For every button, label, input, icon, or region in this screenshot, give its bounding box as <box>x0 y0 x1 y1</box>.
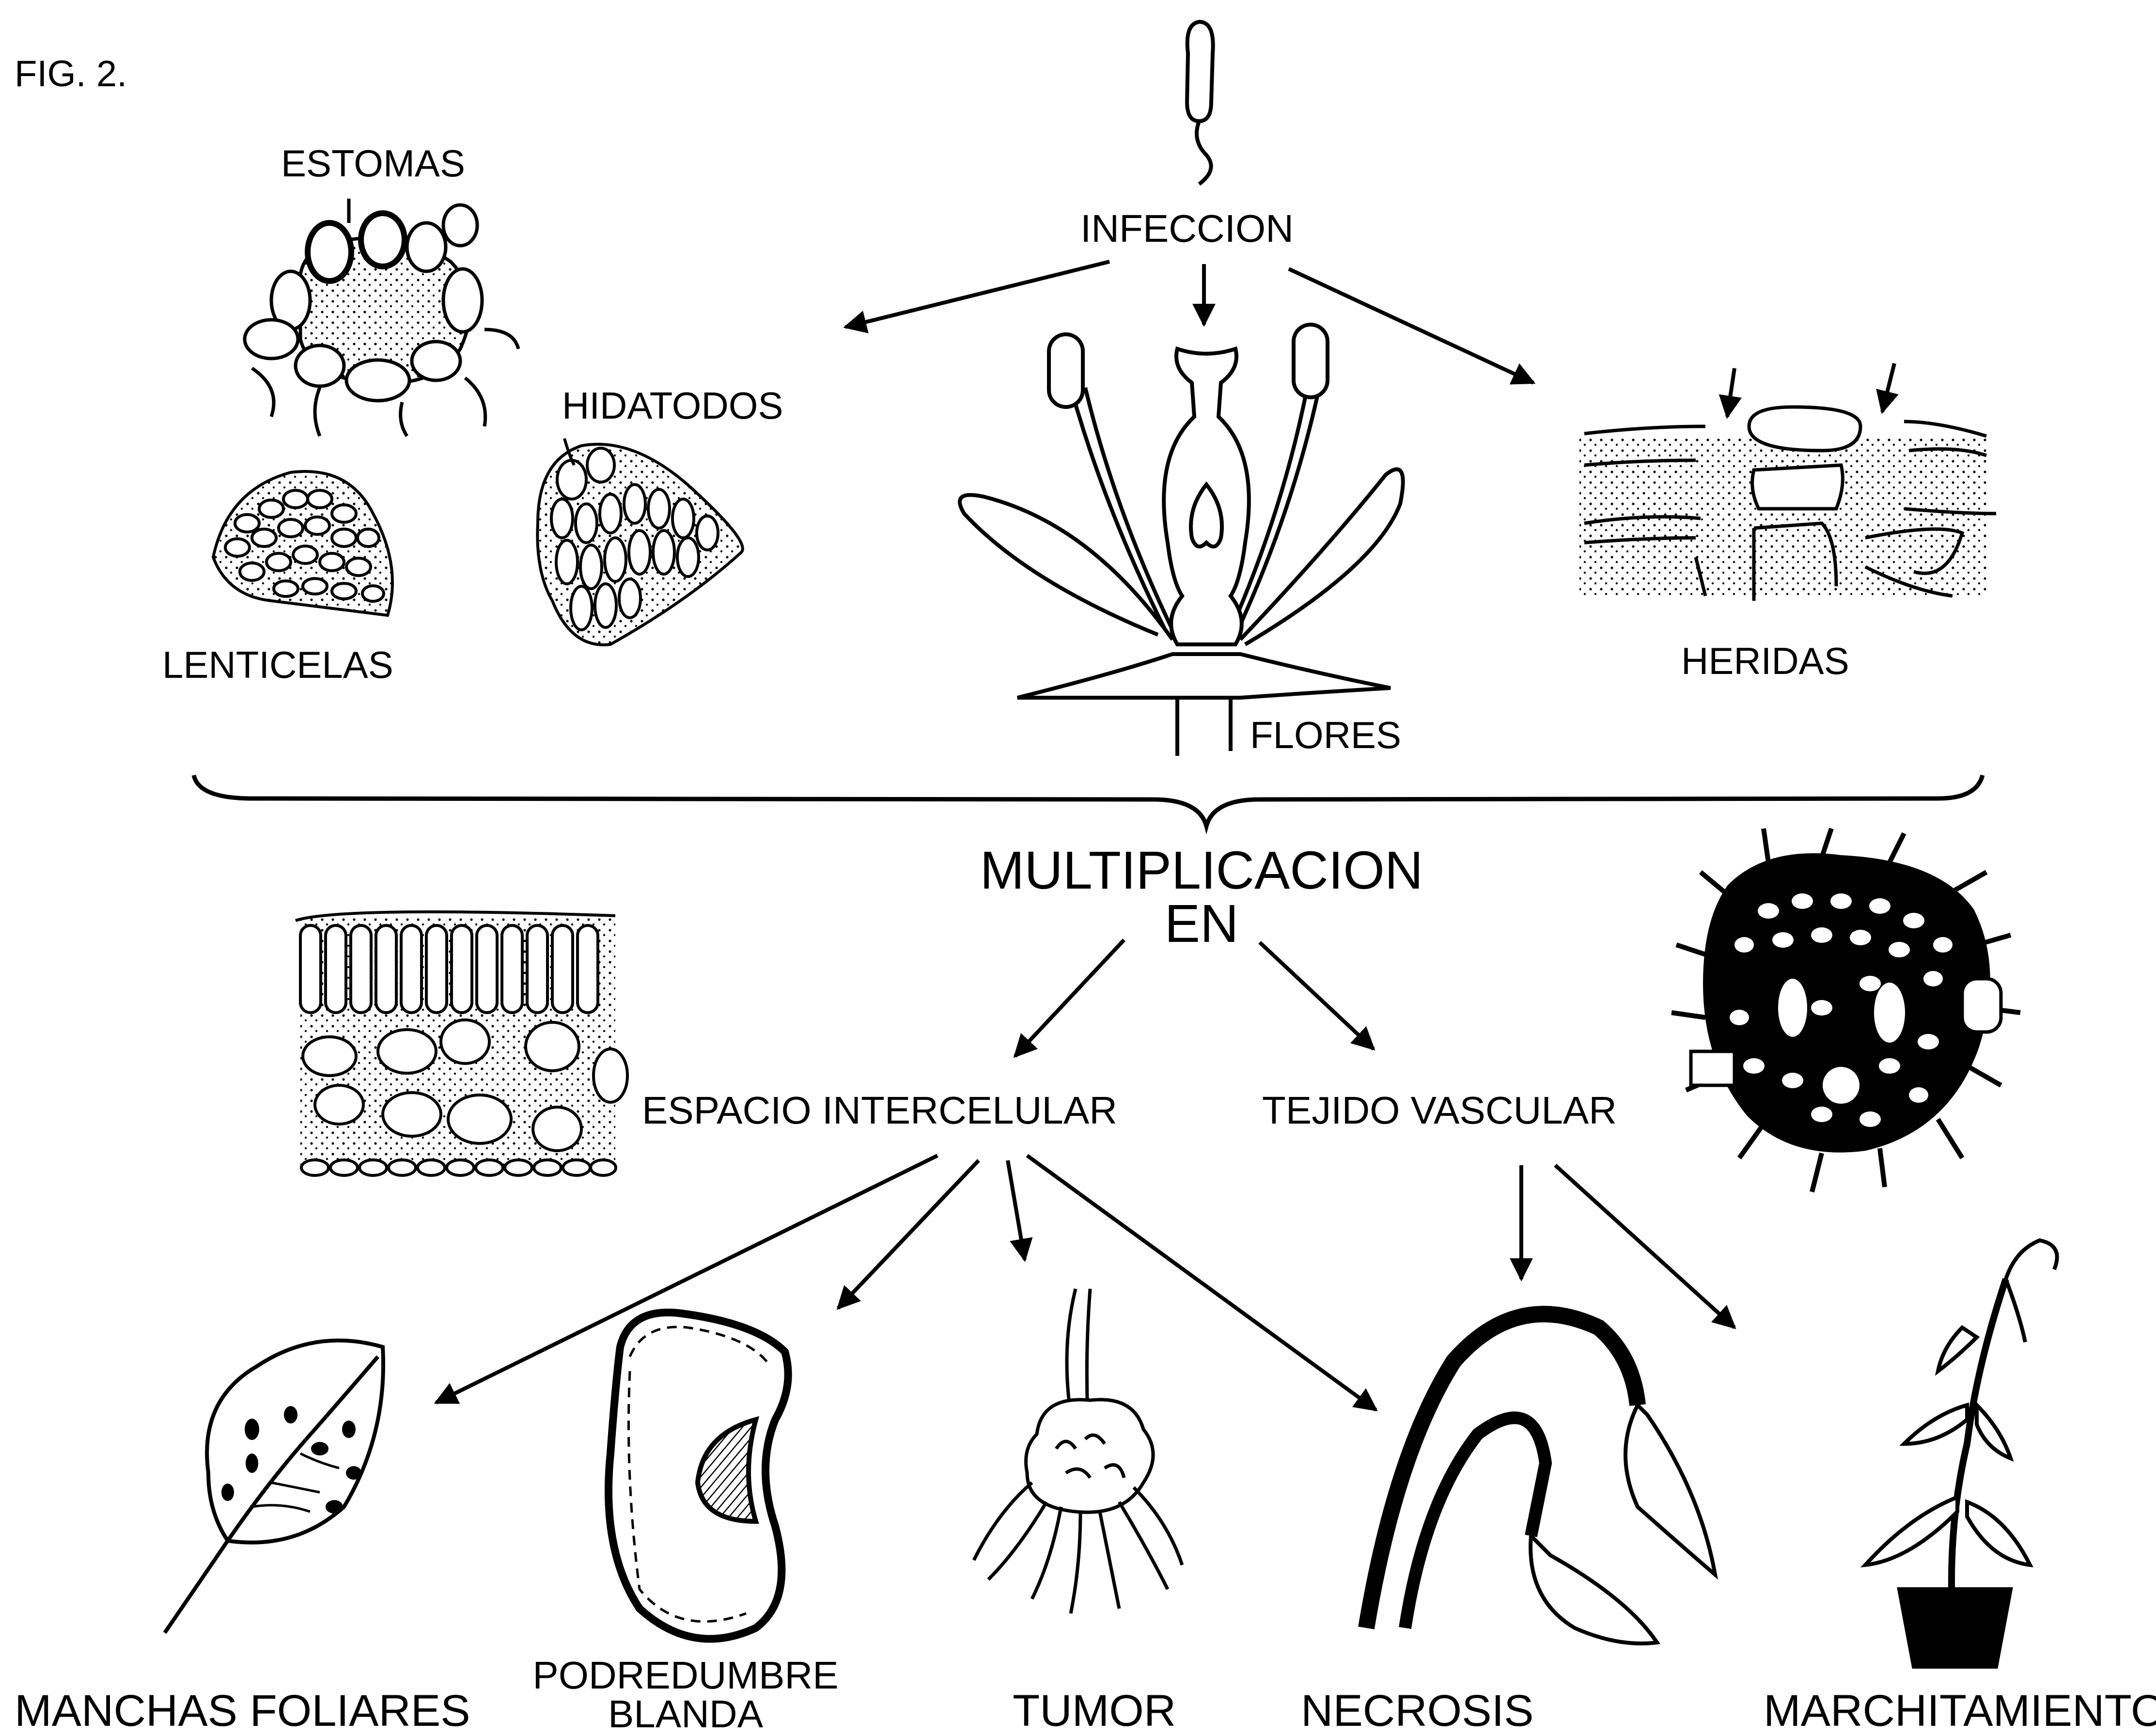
tumor-illustration <box>974 1289 1182 1613</box>
label-manchas-foliares: MANCHAS FOLIARES <box>15 1689 470 1733</box>
label-estomas: ESTOMAS <box>281 144 465 182</box>
label-multiplicacion-line1: MULTIPLICACION <box>979 844 1424 897</box>
multiplication-brace <box>194 775 1983 826</box>
label-lenticelas: LENTICELAS <box>162 646 393 684</box>
heridas-illustration <box>1579 407 1996 601</box>
arrow-heridas-1 <box>1727 368 1734 417</box>
necrosis-illustration <box>1366 1314 1715 1643</box>
label-tumor: TUMOR <box>1013 1689 1176 1733</box>
label-multiplicacion: MULTIPLICACION EN <box>979 844 1424 951</box>
arrow-tejido-marchitamiento <box>1555 1165 1734 1328</box>
label-heridas: HERIDAS <box>1681 642 1849 680</box>
label-tejido-vascular: TEJIDO VASCULAR <box>1262 1091 1617 1130</box>
label-espacio-intercelular: ESPACIO INTERCELULAR <box>642 1091 1117 1130</box>
hidatodos-illustration <box>537 438 742 645</box>
label-podredumbre-line2: BLANDA <box>516 1695 855 1734</box>
arrow-heridas-2 <box>1882 363 1894 412</box>
label-podredumbre-blanda: PODREDUMBRE BLANDA <box>516 1656 855 1734</box>
label-podredumbre-line1: PODREDUMBRE <box>516 1656 855 1695</box>
arrow-espacio-podredumbre <box>838 1160 979 1308</box>
label-marchitamiento: MARCHITAMIENTO <box>1764 1689 2156 1733</box>
arrow-mult-left <box>1015 940 1124 1056</box>
label-flores: FLORES <box>1250 716 1401 754</box>
arrow-infection-left <box>845 262 1109 327</box>
label-hidatodos: HIDATODOS <box>562 387 783 424</box>
wilting-plant-illustration <box>1865 1240 2057 1667</box>
bacterium-icon <box>1187 22 1213 184</box>
label-necrosis: NECROSIS <box>1301 1689 1534 1733</box>
arrow-espacio-tumor <box>1008 1160 1025 1260</box>
vascular-tissue-illustration <box>1672 829 2020 1192</box>
soft-rot-illustration <box>609 1313 788 1639</box>
label-multiplicacion-line2: EN <box>979 897 1424 951</box>
lenticelas-illustration <box>213 471 392 615</box>
arrow-mult-right <box>1260 942 1374 1049</box>
flower-illustration <box>960 325 1403 756</box>
label-infeccion: INFECCION <box>1080 209 1294 248</box>
leaf-spots-illustration <box>165 1341 383 1633</box>
estomas-illustration <box>245 199 518 436</box>
arrow-espacio-necrosis <box>1027 1156 1376 1410</box>
leaf-section-illustration <box>296 912 627 1175</box>
arrows <box>436 262 1894 1410</box>
figure-label: FIG. 2. <box>15 56 127 93</box>
